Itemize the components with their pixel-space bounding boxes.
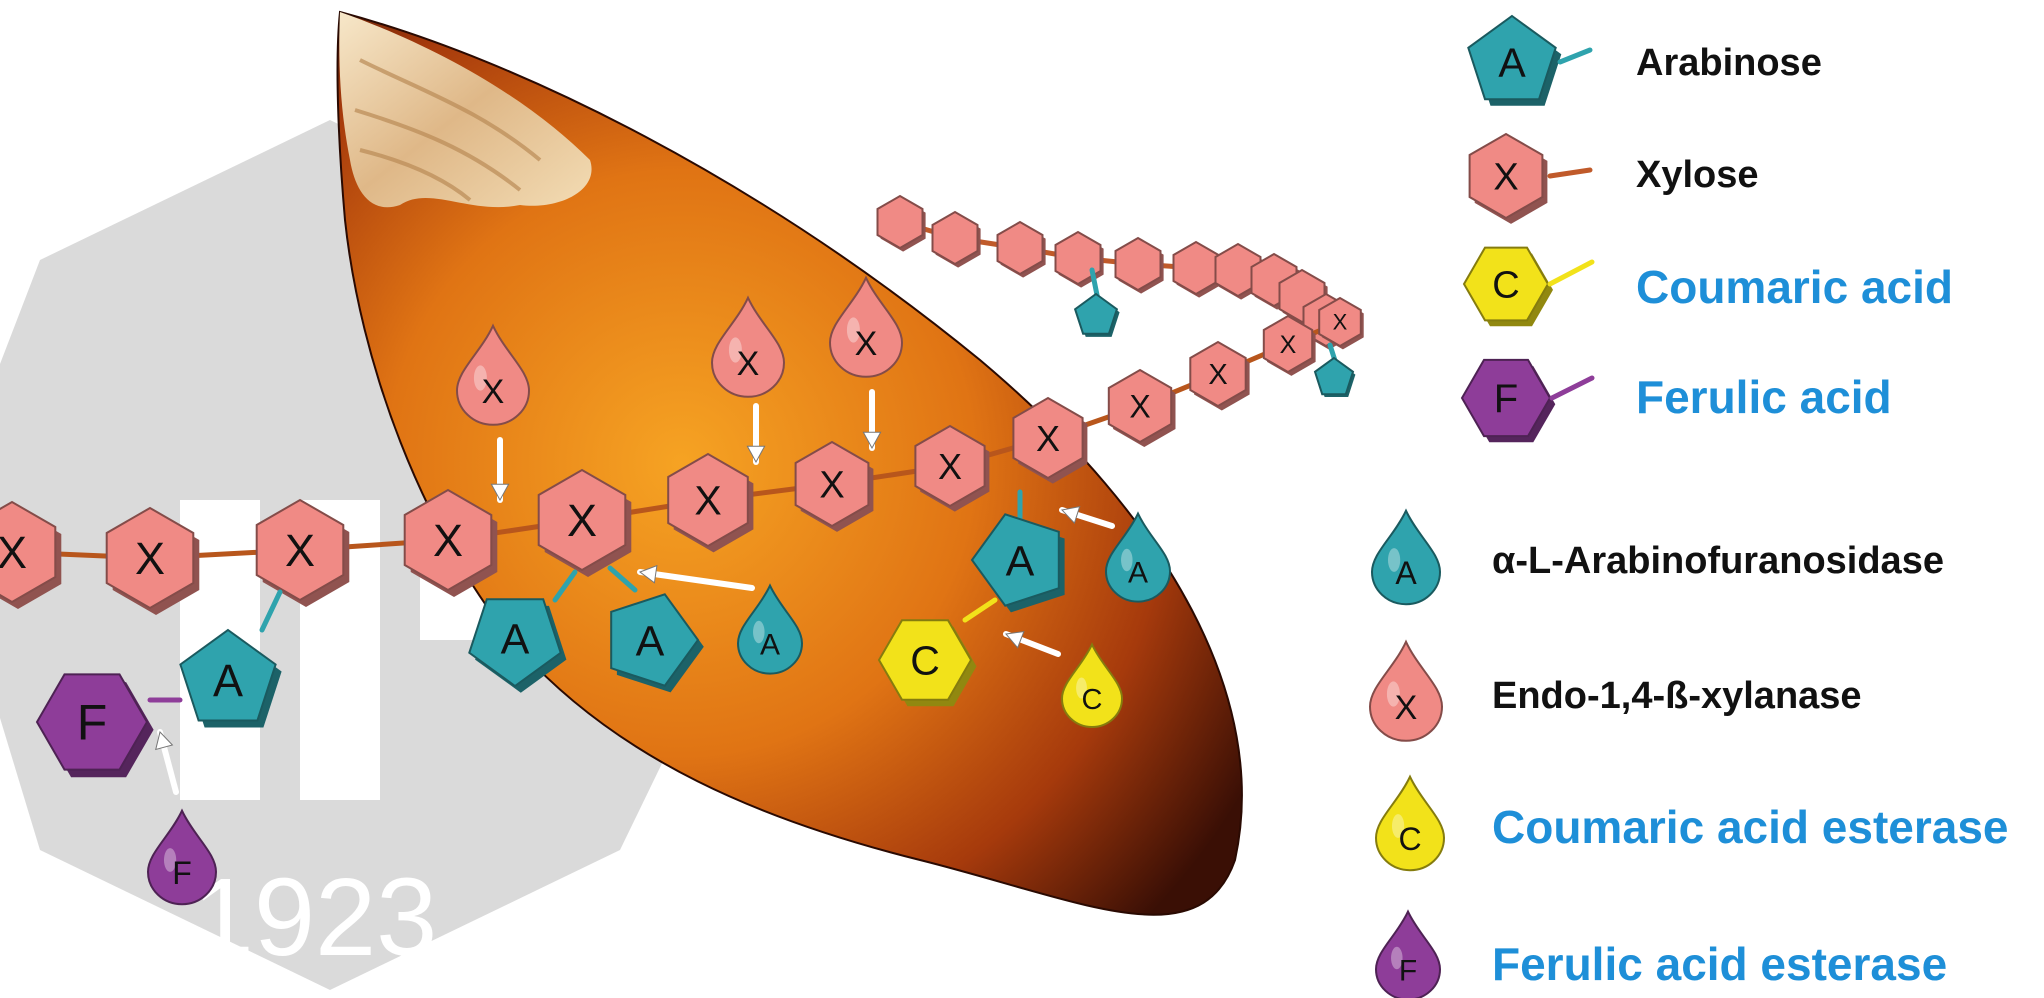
legend-icon-xylose-symbol: X — [1493, 156, 1518, 198]
main-xylose-1-symbol: X — [135, 533, 165, 584]
legend-drop-xylanase: X — [1370, 642, 1442, 741]
main-xylose-10-symbol: X — [1208, 359, 1227, 391]
legend-label-ferulic-acid-esterase: Ferulic acid esterase — [1492, 937, 1947, 991]
legend-drop-arabinofuranosidase-symbol: A — [1395, 555, 1417, 591]
enzyme-ferulic-esterase-1-symbol: F — [172, 855, 192, 891]
legend-drop-ferulic-esterase: F — [1376, 912, 1440, 998]
main-xylose-9: X — [1109, 370, 1176, 447]
legend-drop-coumaric-esterase: C — [1376, 777, 1444, 871]
legend-label-coumaric-acid-esterase: Coumaric acid esterase — [1492, 800, 2009, 854]
rear-xylose-0 — [878, 196, 926, 252]
main-xylose-12-symbol: X — [1333, 310, 1348, 335]
enzyme-xylanase-2-symbol: X — [737, 345, 760, 383]
rear-xylose-2 — [998, 222, 1046, 278]
legend-label-xylose: Xylose — [1636, 154, 1759, 197]
main-xylose-2-symbol: X — [285, 525, 315, 576]
legend-drop-ferulic-esterase-symbol: F — [1399, 954, 1417, 987]
side-arabinose-4-symbol: A — [1006, 537, 1035, 585]
rear-xylose-1 — [933, 212, 981, 268]
side-arabinose-3-symbol: A — [636, 617, 665, 665]
main-xylose-10: X — [1190, 342, 1249, 411]
legend-label-arabinose: Arabinose — [1636, 42, 1822, 85]
enzyme-coumaric-esterase-1-symbol: C — [1082, 684, 1103, 716]
legend-icon-arabinose: A — [1468, 16, 1561, 106]
legend-drop-arabinofuranosidase: A — [1372, 511, 1440, 605]
main-xylose-6-symbol: X — [819, 464, 844, 506]
legend-icon-coumaric-acid-symbol: C — [1492, 264, 1519, 306]
main-xylose-8-symbol: X — [1036, 418, 1060, 459]
enzyme-xylanase-3-symbol: X — [855, 325, 878, 363]
main-xylose-7-symbol: X — [938, 446, 962, 487]
legend-label-coumaric-acid: Coumaric acid — [1636, 260, 1953, 314]
main-xylose-9-symbol: X — [1129, 389, 1150, 425]
enzyme-arabinofuranosidase-1-symbol: A — [760, 628, 780, 661]
main-xylose-3-symbol: X — [433, 515, 463, 566]
side-coumaric-1-symbol: C — [910, 638, 940, 684]
rear-arabinose-2 — [1315, 358, 1355, 397]
legend-label-xylanase: Endo-1,4-ß-xylanase — [1492, 675, 1862, 718]
legend-label-arabinofuranosidase: α-L-Arabinofuranosidase — [1492, 540, 1944, 583]
main-xylose-5-symbol: X — [694, 478, 721, 524]
side-arabinose-1-symbol: A — [213, 655, 243, 706]
side-ferulic-1-symbol: F — [77, 695, 108, 751]
main-xylose-11-symbol: X — [1280, 331, 1297, 359]
rear-xylose-4 — [1116, 238, 1164, 294]
watermark-year: 1923 — [193, 856, 438, 979]
enzyme-arabinofuranosidase-2-symbol: A — [1128, 556, 1148, 589]
legend-icon-ferulic-acid-symbol: F — [1494, 377, 1518, 421]
legend-label-ferulic-acid: Ferulic acid — [1636, 370, 1892, 424]
legend-icon-arabinose-symbol: A — [1498, 40, 1526, 86]
rear-xylose-5 — [1174, 242, 1222, 298]
side-arabinose-2-symbol: A — [501, 615, 530, 663]
legend-icon-coumaric-acid: C — [1464, 248, 1553, 327]
rear-arabinose-1 — [1075, 294, 1120, 337]
legend-drop-xylanase-symbol: X — [1395, 689, 1418, 727]
legend-icon-xylose: X — [1470, 134, 1548, 224]
main-xylose-4-symbol: X — [567, 495, 597, 546]
main-xylose-0-symbol: X — [0, 527, 27, 578]
enzyme-xylanase-1-symbol: X — [482, 373, 505, 411]
legend-drop-coumaric-esterase-symbol: C — [1398, 821, 1421, 857]
legend-icon-ferulic-acid: F — [1462, 360, 1555, 442]
